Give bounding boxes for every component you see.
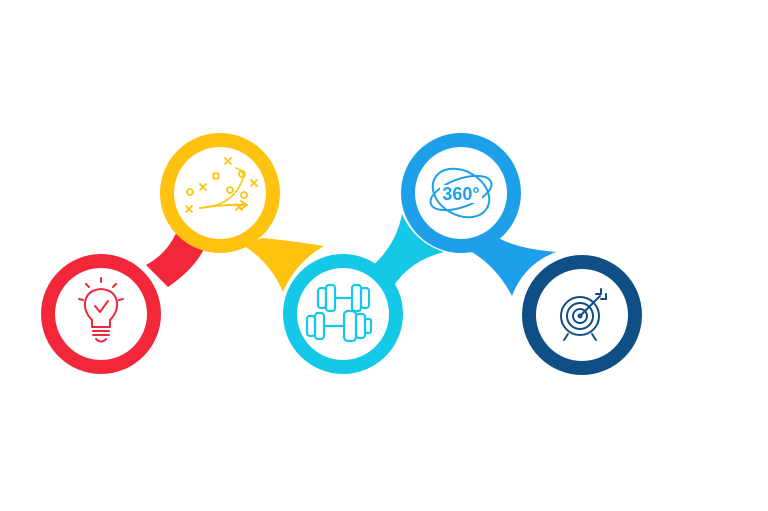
step-idea	[41, 205, 210, 374]
step-view-connector	[464, 232, 556, 296]
step-strategy-disc	[174, 147, 266, 239]
dumbbells-icon	[305, 283, 373, 343]
target-arrow-icon	[560, 288, 607, 341]
360-view-icon: 360°	[429, 167, 493, 219]
step-goal	[522, 255, 642, 375]
step-view: 360°	[401, 133, 556, 296]
step-strategy	[160, 133, 324, 292]
360-label: 360°	[442, 184, 479, 204]
lightbulb-check-icon	[78, 277, 124, 343]
step-strategy-connector	[244, 238, 324, 292]
step-idea-disc	[55, 268, 147, 360]
play-strategy-icon	[185, 157, 258, 213]
step-training	[283, 214, 444, 374]
